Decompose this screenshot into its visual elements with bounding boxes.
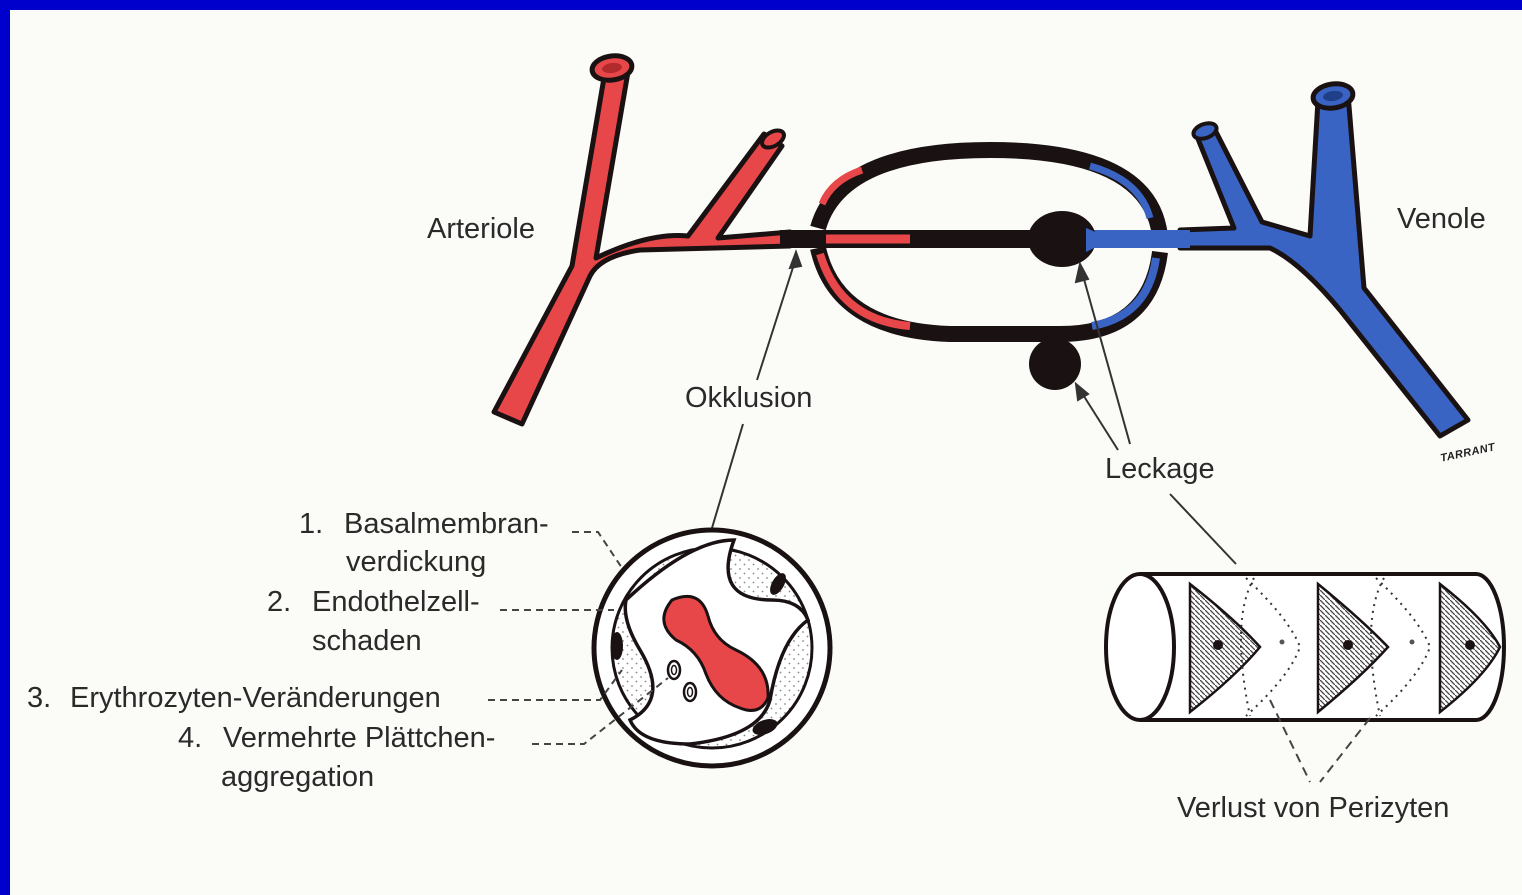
list-item-3-line1: Erythrozyten-Veränderungen (70, 684, 441, 713)
capillary-cross-section (594, 530, 830, 766)
leckage-label: Leckage (1105, 455, 1215, 484)
list-item-4-line1: Vermehrte Plättchen- (223, 724, 495, 753)
venole-label: Venole (1397, 205, 1486, 234)
list-item-2-line1: Endothelzell- (312, 588, 480, 617)
list-item-4-number: 4. (178, 724, 202, 753)
perizyten-label: Verlust von Perizyten (1177, 794, 1449, 823)
list-item-1-number: 1. (299, 510, 323, 539)
list-item-3-number: 3. (27, 684, 51, 713)
okklusion-label: Okklusion (685, 384, 812, 413)
diagram-panel: Arteriole Venole Okklusion Leckage Verlu… (10, 10, 1522, 895)
list-item-4-line2: aggregation (221, 763, 374, 792)
list-item-1-line1: Basalmembran- (344, 510, 549, 539)
arteriole-label: Arteriole (427, 215, 535, 244)
venole-vessel (1180, 81, 1468, 436)
capillary-network (780, 150, 1190, 390)
pericyte-capillary-tube (1106, 574, 1504, 782)
list-item-2-number: 2. (267, 588, 291, 617)
list-item-2-line2: schaden (312, 627, 422, 656)
arteriole-vessel (494, 53, 790, 424)
list-item-1-line2: verdickung (346, 548, 486, 577)
